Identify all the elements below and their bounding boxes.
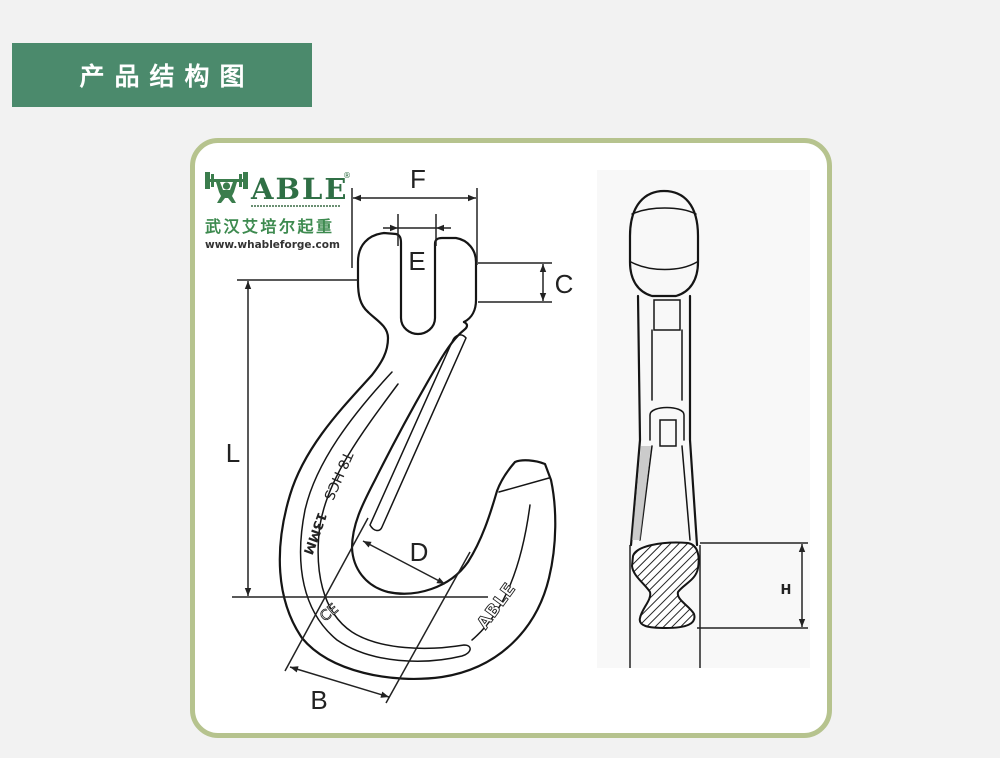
- logo-brand: ABLE: [250, 172, 349, 206]
- logo: ABLE ® 武汉艾培尔起重 www.whableforge.com: [205, 171, 351, 251]
- dimension-b: B: [284, 517, 471, 715]
- side-view-neck-block: [653, 299, 681, 331]
- dimension-f: F: [351, 164, 478, 268]
- side-view-hinge-slot: [659, 419, 677, 447]
- hatched-cross-section: [630, 541, 700, 630]
- engraving-grade: T8 HCS: [320, 448, 356, 502]
- dimension-label-f: F: [410, 164, 426, 194]
- side-view-background: [597, 170, 810, 668]
- section-title: 产品结构图: [12, 43, 312, 107]
- hook-tip-band: [471, 504, 531, 641]
- side-view-hinge: [649, 406, 685, 441]
- side-view-inner-lines: [651, 329, 683, 401]
- weightlifter-icon: [205, 172, 248, 203]
- dimension-e: E: [383, 214, 451, 276]
- dimension-label-l: L: [226, 438, 240, 468]
- dimension-label-b: B: [310, 685, 327, 715]
- side-view-head-bottom-line: [630, 261, 698, 271]
- hook-groove-band: [299, 371, 471, 662]
- dimension-d: D: [362, 537, 446, 585]
- engraving-brand: ABLE: [473, 579, 520, 633]
- dimension-label-c: C: [555, 269, 574, 299]
- hook-side-view: [597, 170, 810, 668]
- side-view-taper-lines: [639, 445, 691, 541]
- logo-registered-mark: ®: [343, 171, 351, 180]
- dimension-c: C: [478, 262, 574, 303]
- dimension-label-h: H: [781, 583, 792, 598]
- dimension-label-e: E: [408, 246, 425, 276]
- hook-tip-seat: [498, 477, 550, 493]
- dimension-h: H: [697, 542, 808, 629]
- side-view-head-top-line: [631, 207, 697, 215]
- logo-website: www.whableforge.com: [205, 239, 340, 251]
- dimension-l: L: [226, 279, 488, 598]
- hook-latch: [369, 334, 467, 532]
- hook-front-view: T8 HCS 13MM ABLE CE: [278, 231, 557, 680]
- side-view-shank-left: [629, 294, 642, 547]
- logo-company-name: 武汉艾培尔起重: [205, 217, 335, 236]
- hook-body-outline: [278, 310, 557, 680]
- hook-clevis-outline: [356, 231, 478, 336]
- side-view-head: [628, 189, 700, 298]
- side-view-shank-right: [688, 294, 699, 547]
- side-view-shading: [632, 446, 651, 540]
- dimension-label-d: D: [410, 537, 429, 567]
